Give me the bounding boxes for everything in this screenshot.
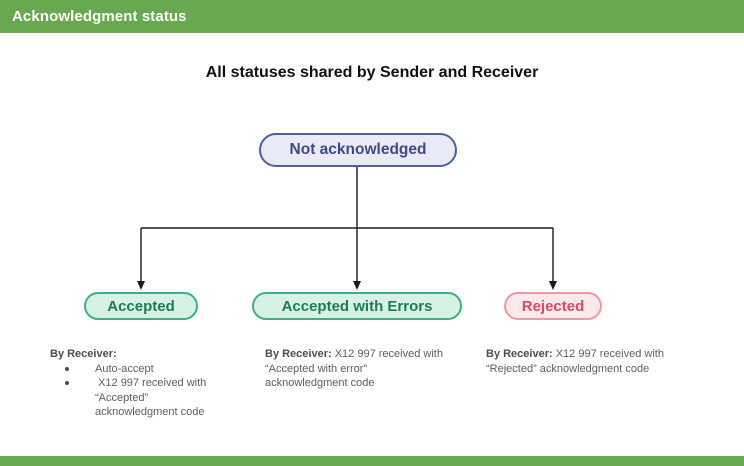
bullet-text: Auto-accept	[95, 362, 154, 375]
footer-bar	[0, 456, 744, 466]
node-accepted-with-errors: Accepted with Errors	[252, 292, 462, 320]
note-accepted-lead: By Receiver:	[50, 348, 117, 360]
bullet-dot-icon	[65, 366, 69, 371]
note-rejected-text: X12 997 received with “Rejected” acknowl…	[486, 348, 664, 375]
bullet-dot-icon	[65, 381, 69, 385]
node-accepted-label: Accepted	[107, 297, 175, 315]
note-rejected-lead: By Receiver:	[486, 348, 553, 360]
list-item: X12 997 received with “Accepted” acknowl…	[50, 376, 236, 420]
node-not-acknowledged-label: Not acknowledged	[289, 141, 427, 158]
arrowhead-middle	[353, 281, 361, 290]
node-rejected: Rejected	[504, 292, 602, 320]
node-accepted: Accepted	[84, 292, 198, 320]
list-item: Auto-accept	[50, 362, 236, 377]
bullet-text: X12 997 received with “Accepted” acknowl…	[95, 377, 210, 418]
node-accepted-with-errors-label: Accepted with Errors	[281, 297, 433, 315]
arrowhead-left	[137, 281, 145, 290]
header-bar: Acknowledgment status	[0, 0, 744, 33]
note-accepted: By Receiver: Auto-accept X12 997 receive…	[50, 347, 236, 420]
note-accepted-with-errors: By Receiver: X12 997 received with “Acce…	[265, 347, 445, 391]
slide-title: All statuses shared by Sender and Receiv…	[205, 64, 539, 81]
note-accepted-with-errors-lead: By Receiver:	[265, 348, 332, 360]
note-rejected: By Receiver: X12 997 received with “Reje…	[486, 347, 682, 376]
node-rejected-label: Rejected	[521, 297, 585, 315]
note-accepted-with-errors-text: X12 997 received with “Accepted with err…	[265, 348, 443, 389]
header-title: Acknowledgment status	[12, 8, 187, 25]
arrowhead-right	[549, 281, 557, 290]
node-not-acknowledged: Not acknowledged	[259, 133, 457, 167]
